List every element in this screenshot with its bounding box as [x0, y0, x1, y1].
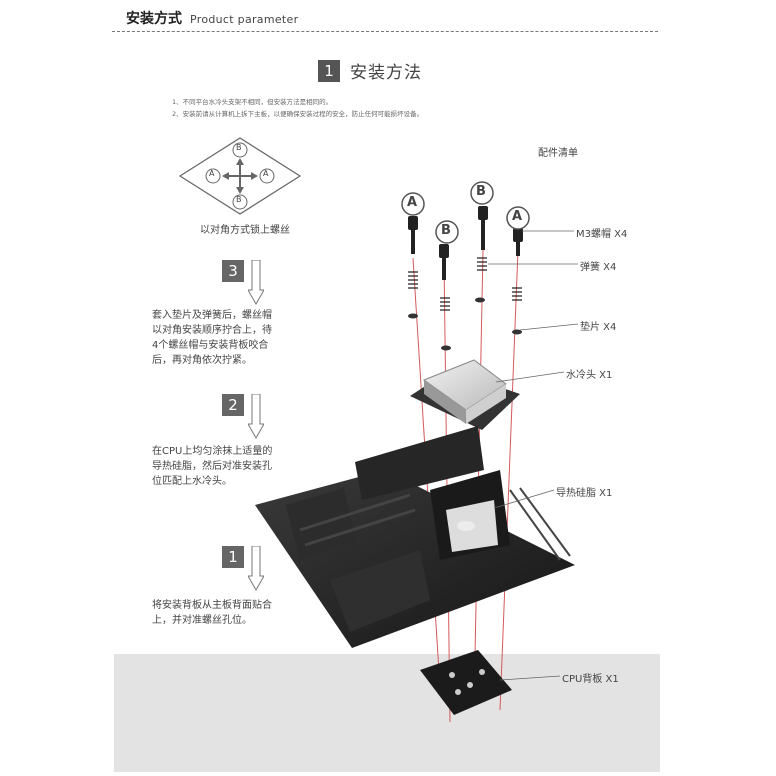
step-3-marker: 3	[222, 260, 264, 306]
springs	[408, 257, 522, 311]
step-2-text: 在CPU上均匀涂抹上适量的导热硅脂，然后对准安装孔位匹配上水冷头。	[152, 446, 273, 487]
down-arrow-icon	[248, 394, 264, 440]
step-number: 1	[222, 546, 244, 568]
part-label: CPU背板 X1	[562, 674, 619, 685]
step-1-text: 将安装背板从主板背面贴合上，并对准螺丝孔位。	[152, 600, 272, 626]
part-label: M3螺帽 X4	[576, 229, 628, 240]
down-arrow-icon	[248, 260, 264, 306]
note-1: 1、不同平台水冷头支架不相同，但安装方法是相同的。	[172, 98, 333, 106]
part-label: 导热硅脂 X1	[556, 488, 613, 499]
diagram-letter-top: B	[236, 143, 242, 152]
screw-letter: A	[512, 209, 523, 224]
part-label: 水冷头 X1	[566, 370, 613, 381]
screw-letter: B	[441, 223, 451, 238]
header-divider	[112, 31, 658, 32]
callout-lines	[488, 230, 579, 681]
screw-letter: A	[407, 195, 418, 210]
water-block	[410, 359, 520, 430]
note-2: 2、安装前请从计算机上拆下主板，以便确保安装过程的安全，防止任何可能损坏设备。	[172, 110, 424, 118]
part-label: 弹簧 X4	[580, 262, 617, 273]
diagram-letter-right: A	[263, 169, 269, 178]
section-title: 安装方法	[350, 63, 422, 83]
section-number: 1	[318, 59, 340, 82]
part-label: 垫片 X4	[580, 322, 617, 333]
cpu-backplate	[420, 650, 512, 715]
header-title-en: Product parameter	[190, 13, 299, 26]
section-heading: 1 安装方法	[318, 58, 422, 83]
screw-nuts	[408, 206, 523, 280]
diagram-letter-bottom: B	[236, 195, 242, 204]
motherboard	[255, 426, 575, 648]
step-number: 3	[222, 260, 244, 282]
header-title-cn: 安装方式	[126, 11, 182, 27]
page-header: 安装方式 Product parameter	[126, 8, 298, 28]
background-band	[114, 654, 660, 772]
down-arrow-icon	[248, 546, 264, 592]
diagram-letter-left: A	[209, 169, 215, 178]
step-2-marker: 2	[222, 394, 264, 440]
parts-list-title: 配件清单	[538, 148, 578, 159]
step-1-marker: 1	[222, 546, 264, 592]
washers	[408, 297, 522, 351]
diagram-caption: 以对角方式锁上螺丝	[200, 225, 290, 236]
screw-label-circles	[401, 181, 530, 244]
diagonal-order-diagram	[178, 137, 302, 215]
step-number: 2	[222, 394, 244, 416]
screw-letter: B	[476, 184, 486, 199]
step-3-text: 套入垫片及弹簧后，螺丝帽以对角安装顺序拧合上，待4个螺丝帽与安装背板咬合后，再对…	[152, 310, 272, 366]
